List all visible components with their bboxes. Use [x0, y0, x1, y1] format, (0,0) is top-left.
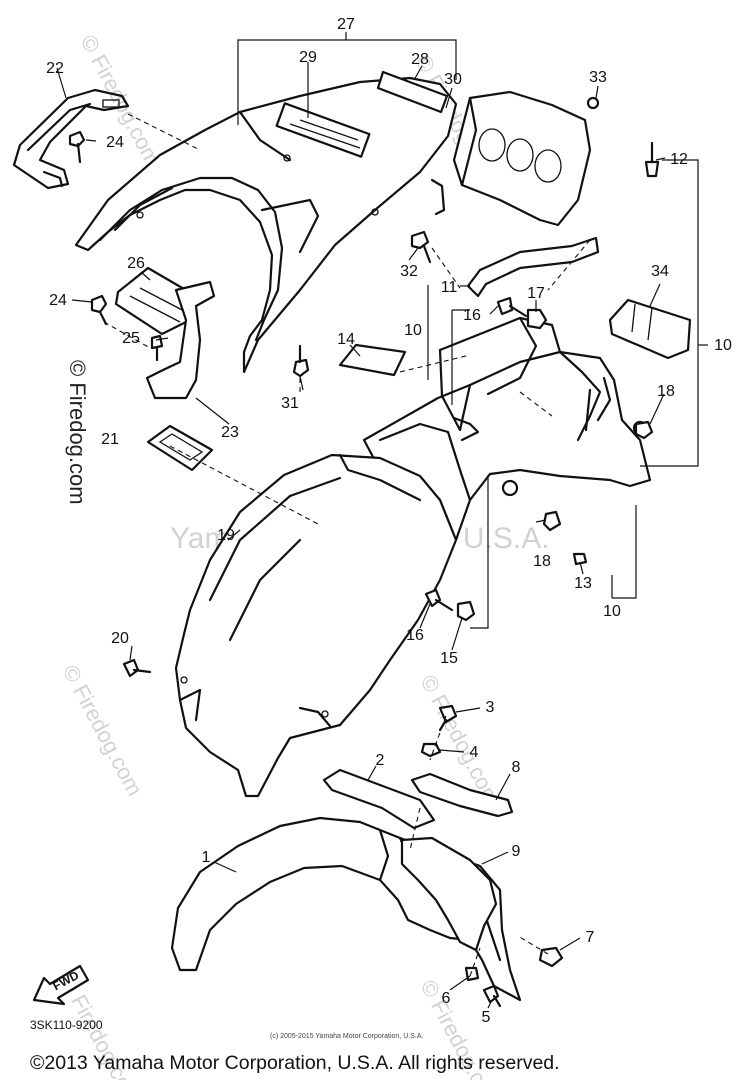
callout-9: 9	[512, 843, 521, 860]
group-brackets	[237, 32, 708, 629]
part-23-bracket	[145, 280, 216, 400]
callout-16-top: 16	[463, 307, 481, 324]
nut-18-mid	[542, 510, 562, 532]
part-21-reflector	[146, 424, 214, 472]
callout-22: 22	[46, 60, 64, 77]
part-34-tool-bag	[608, 298, 692, 360]
callout-13: 13	[574, 575, 592, 592]
part-33-tail-light	[452, 90, 600, 227]
part-29-seat-cowl	[74, 76, 458, 374]
callout-2: 2	[376, 752, 385, 769]
nut-18-right	[634, 420, 654, 440]
assembly-lines	[103, 113, 591, 977]
part-19-inner-fender	[174, 453, 458, 798]
callout-34: 34	[651, 263, 669, 280]
part-11-strap	[466, 236, 600, 298]
callout-23: 23	[221, 424, 239, 441]
callout-7: 7	[586, 929, 595, 946]
bolt-16-top	[496, 296, 514, 316]
callout-29: 29	[299, 49, 317, 66]
nut-15	[456, 600, 476, 622]
bolt-3	[438, 704, 458, 724]
callout-27: 27	[337, 16, 355, 33]
callout-30: 30	[444, 71, 462, 88]
callout-20: 20	[111, 630, 129, 647]
callout-26: 26	[127, 255, 145, 272]
callout-19: 19	[217, 527, 235, 544]
callout-6: 6	[442, 990, 451, 1007]
watermark-side-3: © Firedog.com	[58, 661, 148, 800]
bolt-32	[410, 230, 430, 250]
callout-24-left: 24	[49, 292, 67, 309]
callout-4: 4	[470, 744, 479, 761]
nut-17	[526, 308, 548, 330]
fine-print: (c) 2005-2015 Yamaha Motor Corporation, …	[270, 1033, 423, 1040]
callout-16-bottom: 16	[406, 627, 424, 644]
callout-3: 3	[486, 699, 495, 716]
callout-5: 5	[482, 1009, 491, 1026]
nut-13	[572, 552, 588, 566]
bolt-24-left	[90, 294, 108, 314]
callout-21: 21	[101, 431, 119, 448]
callout-8: 8	[512, 759, 521, 776]
callout-15: 15	[440, 650, 458, 667]
fasteners	[68, 130, 654, 1008]
bolt-31	[292, 358, 310, 378]
leader-lines	[56, 62, 666, 1009]
callout-10-left: 10	[404, 322, 422, 339]
part-2-bracket	[322, 768, 436, 830]
diagram-code: 3SK110-9200	[30, 1018, 103, 1032]
callout-12: 12	[670, 151, 688, 168]
bolt-16-bottom	[424, 588, 442, 608]
nut-7	[538, 946, 564, 968]
bolt-20	[122, 658, 140, 678]
part-14-pad	[338, 343, 407, 377]
part-28-emblem	[376, 70, 449, 114]
bolt-24-top	[68, 130, 86, 148]
part-8-stay	[410, 772, 514, 818]
callout-18-mid: 18	[533, 553, 551, 570]
part-12-pin	[644, 141, 660, 178]
callout-14: 14	[337, 331, 355, 348]
copyright-notice: ©2013 Yamaha Motor Corporation, U.S.A. A…	[30, 1052, 560, 1074]
callout-10-right: 10	[714, 337, 732, 354]
watermark-vertical: © Firedog.com	[65, 360, 90, 505]
callout-33: 33	[589, 69, 607, 86]
callout-28: 28	[411, 51, 429, 68]
callout-10-bottom: 10	[603, 603, 621, 620]
screw-25	[150, 334, 164, 350]
callout-11: 11	[441, 279, 458, 296]
part-9-brace	[400, 836, 498, 952]
callout-24-top: 24	[106, 134, 124, 151]
callout-18-right: 18	[657, 383, 675, 400]
part-22-grab-bar	[12, 88, 130, 190]
callout-25: 25	[122, 330, 140, 347]
callout-1: 1	[202, 849, 211, 866]
callout-31: 31	[281, 395, 299, 412]
callout-32: 32	[400, 263, 418, 280]
callout-17: 17	[527, 285, 545, 302]
callout-labels: 27 22 29 28 30 33 24 12 26 32 11 34 24 1…	[46, 16, 732, 1026]
nut-4	[420, 742, 442, 758]
